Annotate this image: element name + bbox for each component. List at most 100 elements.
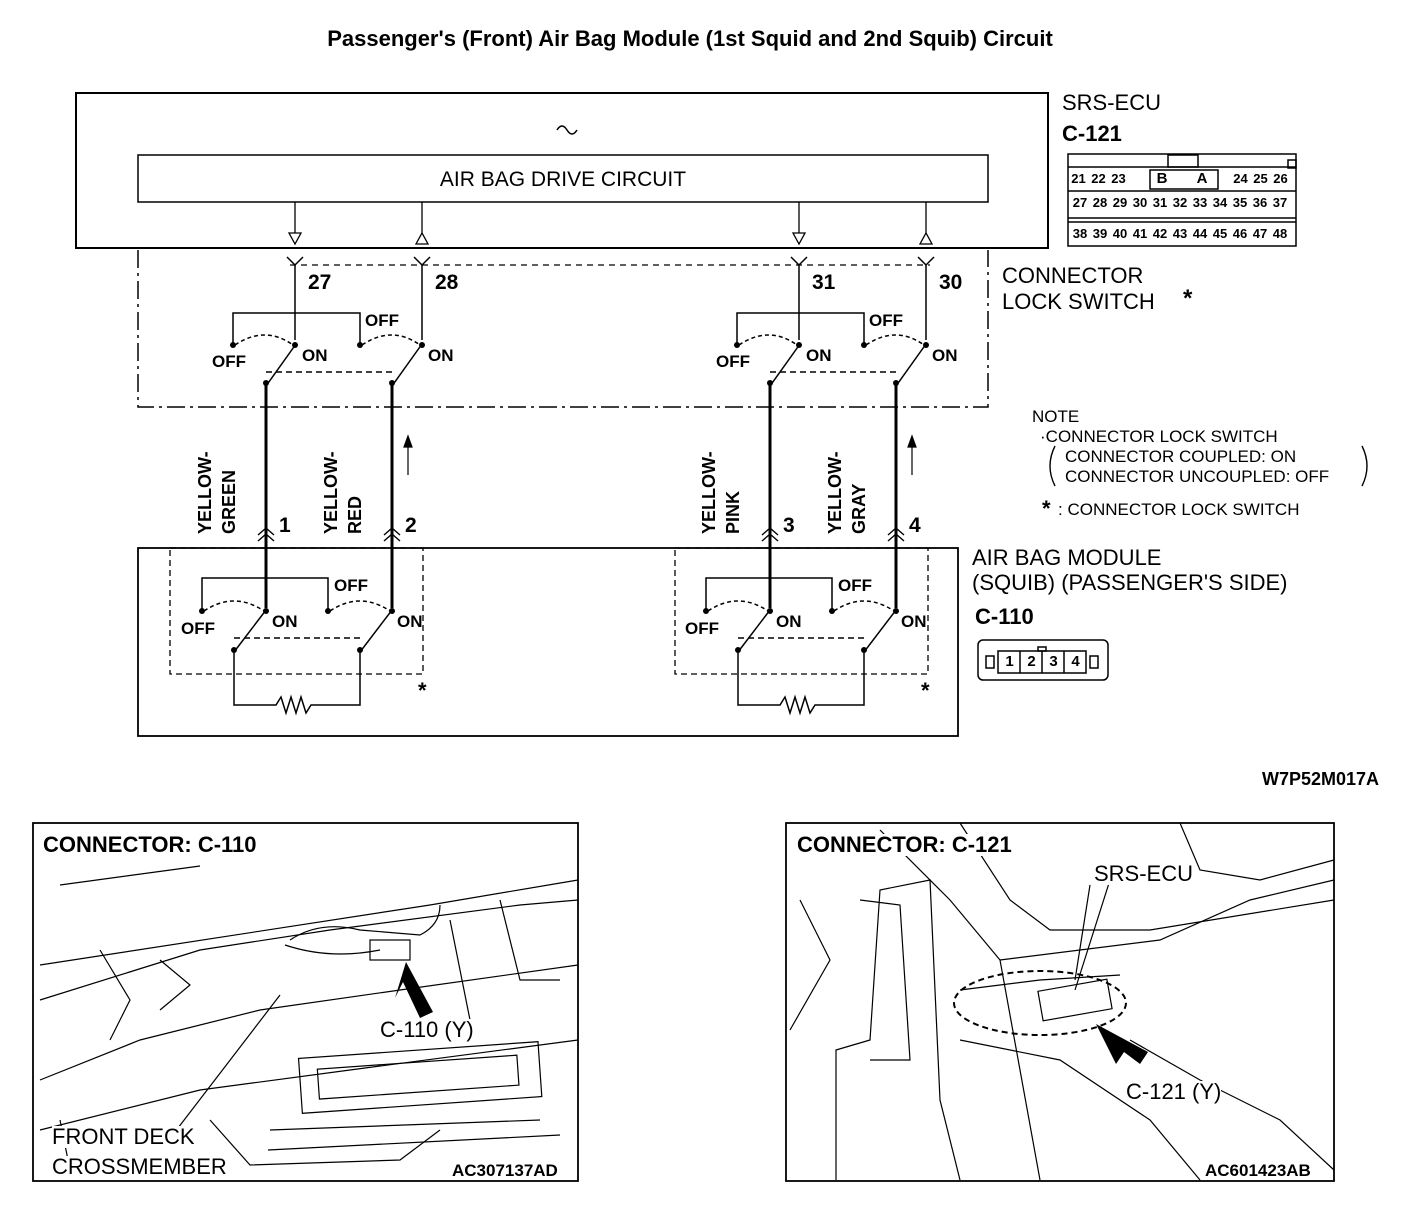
diagram-title: Passenger's (Front) Air Bag Module (1st … xyxy=(327,26,1053,51)
c121-pin: 33 xyxy=(1192,195,1208,210)
c121-pin: A xyxy=(1196,170,1208,187)
photo-right-callout: C-121 (Y) xyxy=(1126,1079,1222,1104)
photo-right-ecu-callout: SRS-ECU xyxy=(1094,861,1194,886)
photo-left-label-2: CROSSMEMBER xyxy=(52,1154,227,1179)
drive-arrows xyxy=(287,202,934,246)
c110-pin: 4 xyxy=(1071,653,1080,670)
c121-pin: 29 xyxy=(1112,195,1128,210)
lower-on-label: ON xyxy=(397,612,423,631)
lower-switches xyxy=(201,577,897,716)
c121-pin: 22 xyxy=(1091,171,1106,186)
c121-pointer-arrow xyxy=(1096,1024,1148,1064)
c110-pin: 3 xyxy=(1049,653,1058,670)
wire-1-color-line1: YELLOW- xyxy=(195,451,215,534)
module-pin-1: 1 xyxy=(279,514,291,537)
lock-switch-label-1: CONNECTOR xyxy=(1002,263,1144,288)
photo-right-illustration xyxy=(789,822,1335,1181)
photo-right-title: CONNECTOR: C-121 xyxy=(797,832,1012,857)
module-star-right: * xyxy=(921,678,930,703)
note-line-3: CONNECTOR UNCOUPLED: OFF xyxy=(1065,467,1330,486)
flow-arrows xyxy=(403,434,917,475)
c121-pin: 30 xyxy=(1132,195,1148,210)
ecu-pin-30: 30 xyxy=(939,271,963,294)
module-label-1: AIR BAG MODULE xyxy=(972,545,1162,570)
upper-on-label: ON xyxy=(428,346,454,365)
lower-off-label: OFF xyxy=(334,576,368,595)
lower-on-label: ON xyxy=(776,612,802,631)
lock-switch-label-2: LOCK SWITCH xyxy=(1002,289,1155,314)
photo-left-label-1: FRONT DECK xyxy=(52,1124,195,1149)
upper-switches xyxy=(232,312,927,387)
ecu-pin-forks xyxy=(286,256,935,340)
module-lock-box-right xyxy=(674,547,929,675)
c121-pin: 23 xyxy=(1111,171,1126,186)
upper-off-label: OFF xyxy=(869,311,903,330)
srs-ecu-box xyxy=(75,92,1049,249)
c121-pin: 36 xyxy=(1252,195,1268,210)
lock-switch-box xyxy=(137,250,989,408)
ecu-tilde xyxy=(556,125,578,135)
lower-on-label: ON xyxy=(272,612,298,631)
c121-pin: 44 xyxy=(1192,226,1208,241)
photo-right-code: AC601423AB xyxy=(1205,1161,1311,1180)
c121-pin: 31 xyxy=(1152,195,1168,210)
note-heading: NOTE xyxy=(1032,407,1080,426)
module-pin-4: 4 xyxy=(909,514,921,537)
lock-switch-star: * xyxy=(1183,285,1193,312)
ecu-pin-31: 31 xyxy=(812,271,836,294)
c121-pin: 43 xyxy=(1172,226,1188,241)
lower-off-label: OFF xyxy=(685,619,719,638)
module-pin-3: 3 xyxy=(783,514,795,537)
lower-off-label: OFF xyxy=(181,619,215,638)
note-line-4: : CONNECTOR LOCK SWITCH xyxy=(1058,500,1300,519)
c121-pin: 27 xyxy=(1072,195,1088,210)
c121-pin: 46 xyxy=(1232,226,1248,241)
module-connector-label: C-110 xyxy=(975,604,1034,629)
photo-left-frame xyxy=(32,822,579,1182)
c121-pin: 25 xyxy=(1253,171,1268,186)
c121-pin: 42 xyxy=(1152,226,1168,241)
upper-on-label: ON xyxy=(932,346,958,365)
wire-4-color-line1: YELLOW- xyxy=(825,451,845,534)
harness-wires xyxy=(264,383,898,608)
c121-pin: 40 xyxy=(1112,226,1128,241)
note-line-1: ·CONNECTOR LOCK SWITCH xyxy=(1040,427,1278,446)
module-star-left: * xyxy=(418,678,427,703)
c110-pointer-arrow xyxy=(395,962,433,1018)
c121-pin: 24 xyxy=(1233,171,1248,186)
c110-pin: 1 xyxy=(1005,653,1014,670)
c121-pin: 47 xyxy=(1252,226,1268,241)
note-star: * xyxy=(1042,496,1051,521)
c121-pin: 45 xyxy=(1212,226,1228,241)
c121-pin: 41 xyxy=(1132,226,1148,241)
module-lock-box-left xyxy=(169,547,424,675)
c121-pin: 32 xyxy=(1172,195,1188,210)
c121-pin: 48 xyxy=(1272,226,1288,241)
wire-1-color-line2: GREEN xyxy=(219,469,239,534)
ecu-pin-28: 28 xyxy=(435,271,459,294)
c121-pin: 35 xyxy=(1232,195,1248,210)
air-bag-drive-circuit-box xyxy=(137,154,989,203)
wire-4-color-line2: GRAY xyxy=(849,483,869,534)
module-connector-chevrons xyxy=(257,527,905,542)
lower-switch-dots xyxy=(199,608,899,653)
c110-connector-face xyxy=(977,639,1109,681)
photo-left-code: AC307137AD xyxy=(452,1161,558,1180)
note-bracket-right xyxy=(1361,445,1368,487)
c121-pin: 26 xyxy=(1273,171,1288,186)
photo-left-callout: C-110 (Y) xyxy=(380,1017,474,1042)
upper-off-label: OFF xyxy=(716,352,750,371)
note-bracket-left xyxy=(1049,445,1056,487)
c121-pin: 39 xyxy=(1092,226,1108,241)
c121-pin: 28 xyxy=(1092,195,1108,210)
wire-2-color-line1: YELLOW- xyxy=(321,451,341,534)
photo-left-illustration xyxy=(39,865,579,1171)
lower-off-label: OFF xyxy=(838,576,872,595)
ecu-pin-27: 27 xyxy=(308,271,332,294)
c121-connector-face xyxy=(1067,153,1297,247)
c121-pin: 38 xyxy=(1072,226,1088,241)
c110-pin: 2 xyxy=(1027,653,1036,670)
air-bag-module-box xyxy=(137,547,959,737)
c121-pin: B xyxy=(1156,170,1168,187)
